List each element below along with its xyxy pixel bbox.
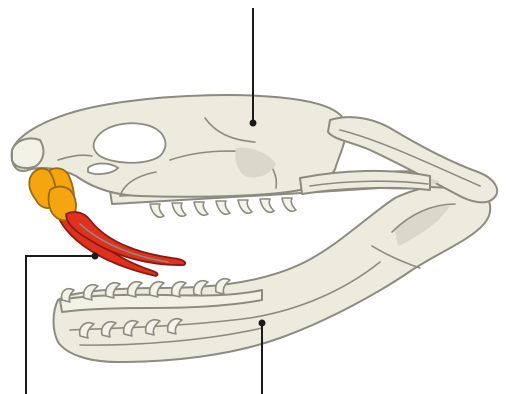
snake-skull-diagram bbox=[0, 0, 514, 394]
